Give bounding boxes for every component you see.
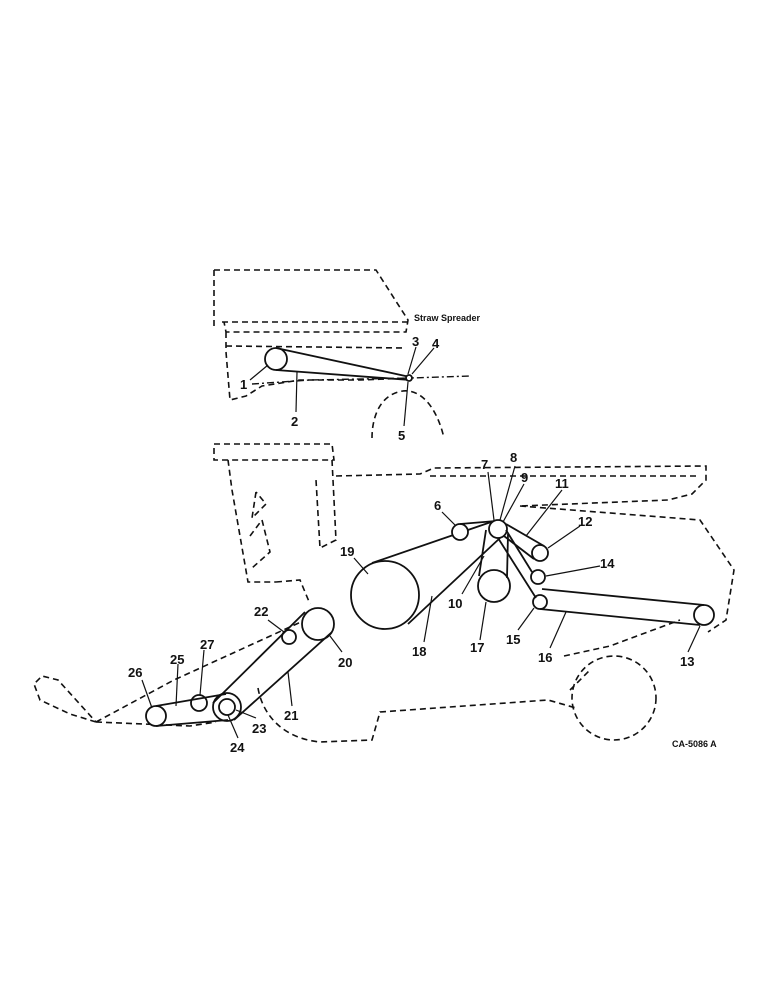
- pulley-17: [477, 569, 511, 603]
- callout-17: 17: [470, 640, 484, 655]
- callout-18: 18: [412, 644, 426, 659]
- belt-21: [212, 611, 333, 721]
- callout-20: 20: [338, 655, 352, 670]
- pulley-19: [350, 560, 420, 630]
- pulley-1: [264, 347, 288, 371]
- pulley-13: [693, 604, 715, 626]
- callout-3: 3: [412, 334, 419, 349]
- leader-12: [547, 525, 581, 549]
- pulley-12: [531, 544, 549, 562]
- callout-4: 4: [432, 336, 440, 351]
- callout-22: 22: [254, 604, 268, 619]
- belt-11: [503, 523, 545, 560]
- frame-line: [275, 579, 311, 605]
- leader-2: [295, 371, 298, 413]
- callout-15: 15: [506, 632, 520, 647]
- leader-4: [411, 347, 435, 375]
- callout-12: 12: [578, 514, 592, 529]
- callout-19: 19: [340, 544, 354, 559]
- leader-26: [141, 679, 153, 709]
- leader-6: [441, 511, 457, 527]
- belt-16: [497, 537, 705, 626]
- callout-27: 27: [200, 637, 214, 652]
- leader-lines: [141, 465, 701, 739]
- callout-26: 26: [128, 665, 142, 680]
- main-drive-belts: [350, 519, 715, 630]
- feeder-outline: [95, 615, 315, 727]
- callout-5: 5: [398, 428, 405, 443]
- belt-to-14: [505, 529, 533, 573]
- callout-25: 25: [170, 652, 184, 667]
- leader-19: [353, 557, 369, 575]
- leader-11: [525, 489, 563, 537]
- callout-11: 11: [555, 476, 569, 491]
- lower-body-outline: [257, 687, 577, 743]
- belt-18: [371, 520, 501, 625]
- leader-8: [499, 465, 516, 521]
- leader-9: [502, 483, 525, 523]
- belt-2: [275, 347, 411, 381]
- pulley-3: [405, 374, 413, 382]
- leader-24: [227, 714, 239, 739]
- callout-8: 8: [510, 450, 517, 465]
- callout-9: 9: [521, 470, 528, 485]
- callout-6: 6: [434, 498, 441, 513]
- pulley-26: [145, 705, 167, 727]
- callout-21: 21: [284, 708, 298, 723]
- pulley-24: [218, 698, 236, 716]
- rear-body-outline: [519, 505, 735, 633]
- callout-13: 13: [680, 654, 694, 669]
- leader-14: [545, 565, 601, 577]
- leader-21: [287, 671, 293, 707]
- callout-16: 16: [538, 650, 552, 665]
- leader-16: [549, 611, 567, 649]
- straw-spreader-inset: Straw Spreader 1 2 3 4 5: [213, 269, 481, 443]
- belt-25: [155, 693, 229, 727]
- callout-numbers: 6 7 8 9 10 11 12 13 14 15 16 17 18 19 20…: [128, 450, 717, 755]
- spreader-fan-guard: [371, 390, 445, 439]
- pulley-14: [530, 569, 546, 585]
- grain-tank-outline: [213, 443, 337, 583]
- callout-10: 10: [448, 596, 462, 611]
- leader-7: [487, 471, 495, 521]
- belt-7: [459, 520, 509, 579]
- callout-2: 2: [291, 414, 298, 429]
- leader-18: [423, 595, 433, 643]
- leader-17: [479, 601, 487, 641]
- leader-22: [267, 619, 285, 633]
- callout-1: 1: [240, 377, 247, 392]
- callout-23: 23: [252, 721, 266, 736]
- spreader-lower-edge: [225, 345, 407, 349]
- leader-1: [249, 364, 269, 381]
- leader-5: [403, 381, 409, 427]
- leader-25: [175, 663, 179, 707]
- rear-wheel: [571, 655, 657, 741]
- pulley-22: [281, 629, 297, 645]
- leader-10: [461, 555, 485, 595]
- leader-20: [329, 635, 343, 653]
- straw-spreader-label: Straw Spreader: [414, 313, 481, 323]
- top-body-outline: [335, 465, 707, 507]
- leader-3: [407, 346, 417, 375]
- pulley-6: [451, 523, 469, 541]
- spreader-chute-line: [251, 375, 471, 385]
- callout-14: 14: [600, 556, 615, 571]
- pulley-20: [301, 607, 335, 641]
- tank-hopper-outline: [249, 491, 271, 569]
- drawing-number: CA-5086 A: [672, 739, 717, 749]
- spreader-housing-outline: [213, 269, 411, 402]
- leader-27: [199, 649, 205, 696]
- combine-outline: [33, 443, 735, 743]
- header-outline: [33, 675, 97, 723]
- callout-24: 24: [230, 740, 245, 755]
- leader-23: [235, 709, 257, 719]
- pulley-8: [488, 519, 508, 539]
- callout-7: 7: [481, 457, 488, 472]
- rear-axle-line: [563, 619, 681, 691]
- leader-13: [687, 625, 701, 653]
- leader-15: [517, 607, 535, 631]
- feeder-drive-belts: [145, 607, 335, 727]
